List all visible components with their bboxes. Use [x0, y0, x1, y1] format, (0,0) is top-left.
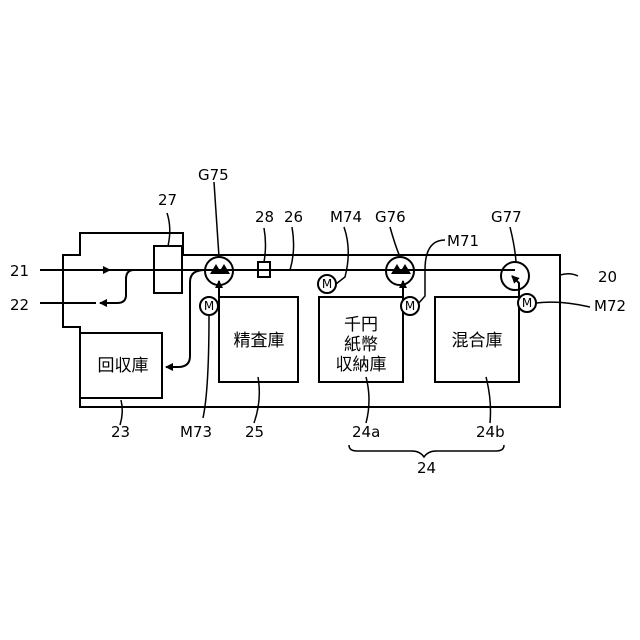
label-26: 26 [284, 208, 303, 226]
mixed-feed [512, 276, 519, 297]
label-g77: G77 [491, 208, 522, 226]
leader-m73 [203, 315, 209, 418]
outlet-path [100, 270, 158, 303]
unit-housing-outline [63, 233, 560, 407]
gate-77-circle [501, 262, 529, 290]
collection-label: 回収庫 [98, 356, 149, 376]
leader-g77 [510, 227, 516, 262]
label-g75: G75 [198, 166, 229, 184]
thousand-label-line1: 千円 [344, 315, 378, 335]
label-25: 25 [245, 423, 264, 441]
leader-m71 [418, 240, 445, 304]
mixed-label: 混合庫 [452, 331, 503, 351]
label-22: 22 [10, 296, 29, 314]
group-24-brace [349, 445, 504, 457]
motor-71-symbol: M [405, 299, 415, 313]
label-27: 27 [158, 191, 177, 209]
settlement-label: 精査庫 [234, 331, 285, 351]
label-23: 23 [111, 423, 130, 441]
label-21: 21 [10, 262, 29, 280]
leader-28 [264, 228, 266, 262]
label-m72: M72 [594, 297, 626, 315]
label-m74: M74 [330, 208, 362, 226]
label-g76: G76 [375, 208, 406, 226]
collection-return-path [166, 270, 205, 367]
leader-25 [254, 377, 259, 423]
thousand-label-line3: 収納庫 [336, 355, 387, 375]
motor-73-symbol: M [204, 299, 214, 313]
leader-g76 [390, 227, 400, 257]
motor-72-symbol: M [522, 296, 532, 310]
label-m71: M71 [447, 232, 479, 250]
leader-24b [486, 377, 491, 423]
leader-23 [120, 400, 122, 425]
label-20: 20 [598, 268, 617, 286]
thousand-label-line2: 紙幣 [344, 335, 378, 355]
leader-m72 [536, 302, 590, 307]
label-m73: M73 [180, 423, 212, 441]
leader-24a [366, 377, 369, 423]
motor-74-symbol: M [322, 277, 332, 291]
leader-20 [560, 274, 578, 276]
label-24: 24 [417, 459, 436, 477]
label-24b: 24b [476, 423, 505, 441]
label-28: 28 [255, 208, 274, 226]
leader-g75 [214, 182, 219, 257]
leader-26 [290, 227, 294, 270]
label-24a: 24a [352, 423, 380, 441]
leader-27 [167, 213, 170, 246]
